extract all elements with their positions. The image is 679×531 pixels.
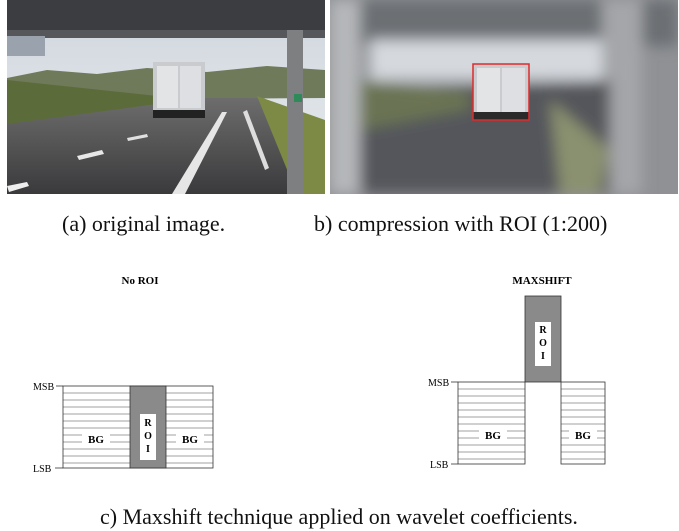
no-roi-bg-right: BG	[182, 434, 198, 446]
original-image	[7, 0, 325, 194]
maxshift-bg-right: BG	[575, 430, 591, 442]
no-roi-msb-label: MSB	[33, 382, 54, 393]
no-roi-lsb-label: LSB	[33, 464, 52, 475]
maxshift-msb-label: MSB	[428, 378, 449, 389]
no-roi-letter-o: O	[144, 431, 152, 442]
maxshift-letter-i: I	[541, 351, 545, 362]
no-roi-diagram: No ROI R O I BG BG MSB LSB	[0, 268, 270, 488]
no-roi-letter-i: I	[146, 444, 150, 455]
compressed-roi-image	[330, 0, 678, 194]
caption-c: c) Maxshift technique applied on wavelet…	[100, 504, 578, 529]
caption-a: (a) original image.	[62, 211, 226, 236]
maxshift-diagram: MAXSHIFT R O I BG	[410, 268, 640, 488]
maxshift-lsb-label: LSB	[430, 460, 449, 471]
no-roi-title: No ROI	[122, 275, 159, 287]
maxshift-title: MAXSHIFT	[512, 275, 572, 287]
no-roi-letter-r: R	[144, 418, 152, 429]
maxshift-letter-o: O	[539, 338, 547, 349]
caption-b: b) compression with ROI (1:200)	[314, 211, 608, 236]
maxshift-letter-r: R	[539, 325, 547, 336]
no-roi-bg-left: BG	[88, 434, 104, 446]
maxshift-bg-left: BG	[485, 430, 501, 442]
